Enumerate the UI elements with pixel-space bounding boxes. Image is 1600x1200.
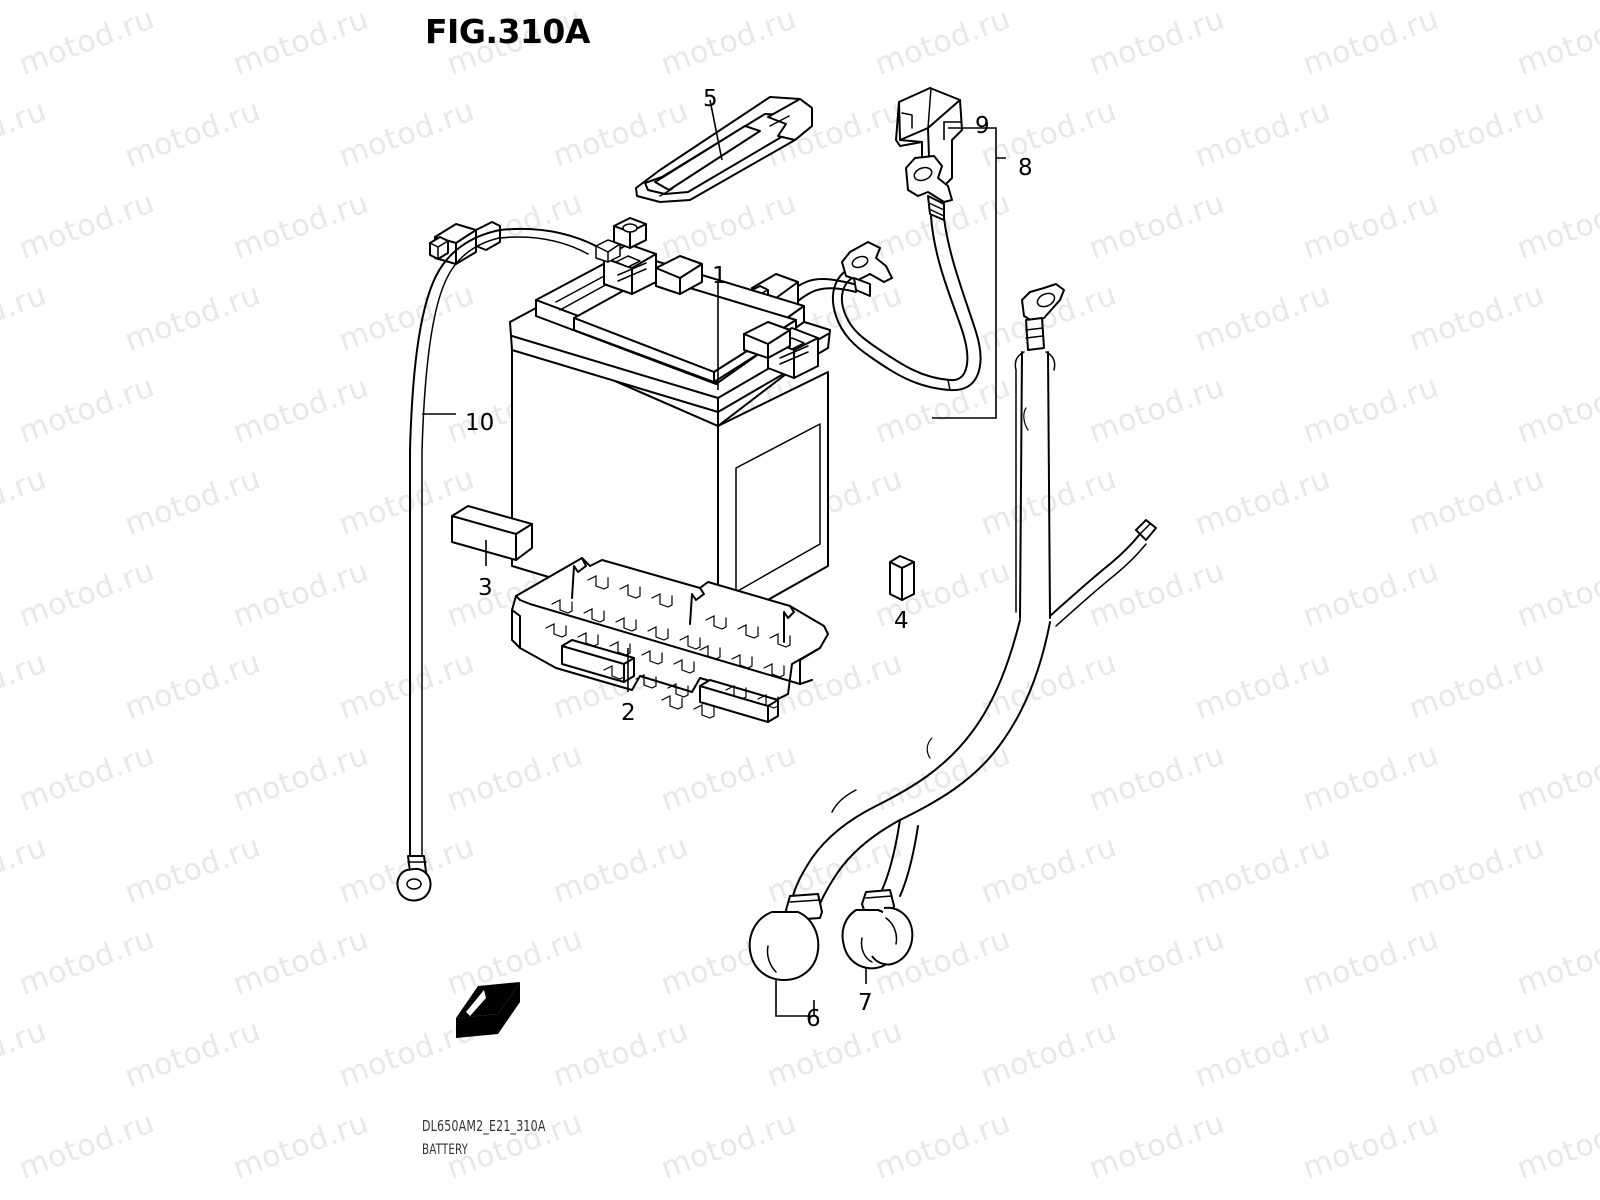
part-cushion-large	[451, 505, 533, 561]
callout-ground-lead-wire: 10	[465, 410, 495, 436]
part-battery-tray	[511, 557, 829, 723]
callout-cushion-small: 4	[894, 608, 909, 634]
callout-terminal-cover: 9	[975, 113, 990, 139]
part-battery-lead-assembly	[747, 155, 982, 392]
page-title: FIG.310A	[425, 12, 590, 51]
part-terminal-cap-right	[841, 889, 914, 970]
callout-cushion-large: 3	[478, 575, 493, 601]
svg-text:FWD: FWD	[294, 1047, 339, 1080]
footer-caption: BATTERY	[422, 1142, 469, 1158]
callout-battery-tray: 2	[621, 700, 636, 726]
part-starter-cable-assembly	[748, 283, 1157, 981]
callout-terminal-cap-left: 6	[806, 1006, 821, 1032]
leader-lines	[422, 99, 1006, 1017]
fwd-arrow-marker: FWD	[294, 982, 520, 1080]
callout-battery: 1	[712, 263, 727, 289]
footer-model-code: DL650AM2_E21_310A	[422, 1117, 546, 1135]
part-ground-lead-wire	[396, 217, 647, 902]
callout-terminal-cap-right: 7	[858, 990, 873, 1016]
part-battery-band	[635, 96, 813, 203]
part-terminal-cap-left	[748, 893, 823, 981]
part-battery	[509, 243, 831, 629]
callout-battery-band: 5	[703, 86, 718, 112]
callout-battery-lead-assembly: 8	[1018, 155, 1033, 181]
